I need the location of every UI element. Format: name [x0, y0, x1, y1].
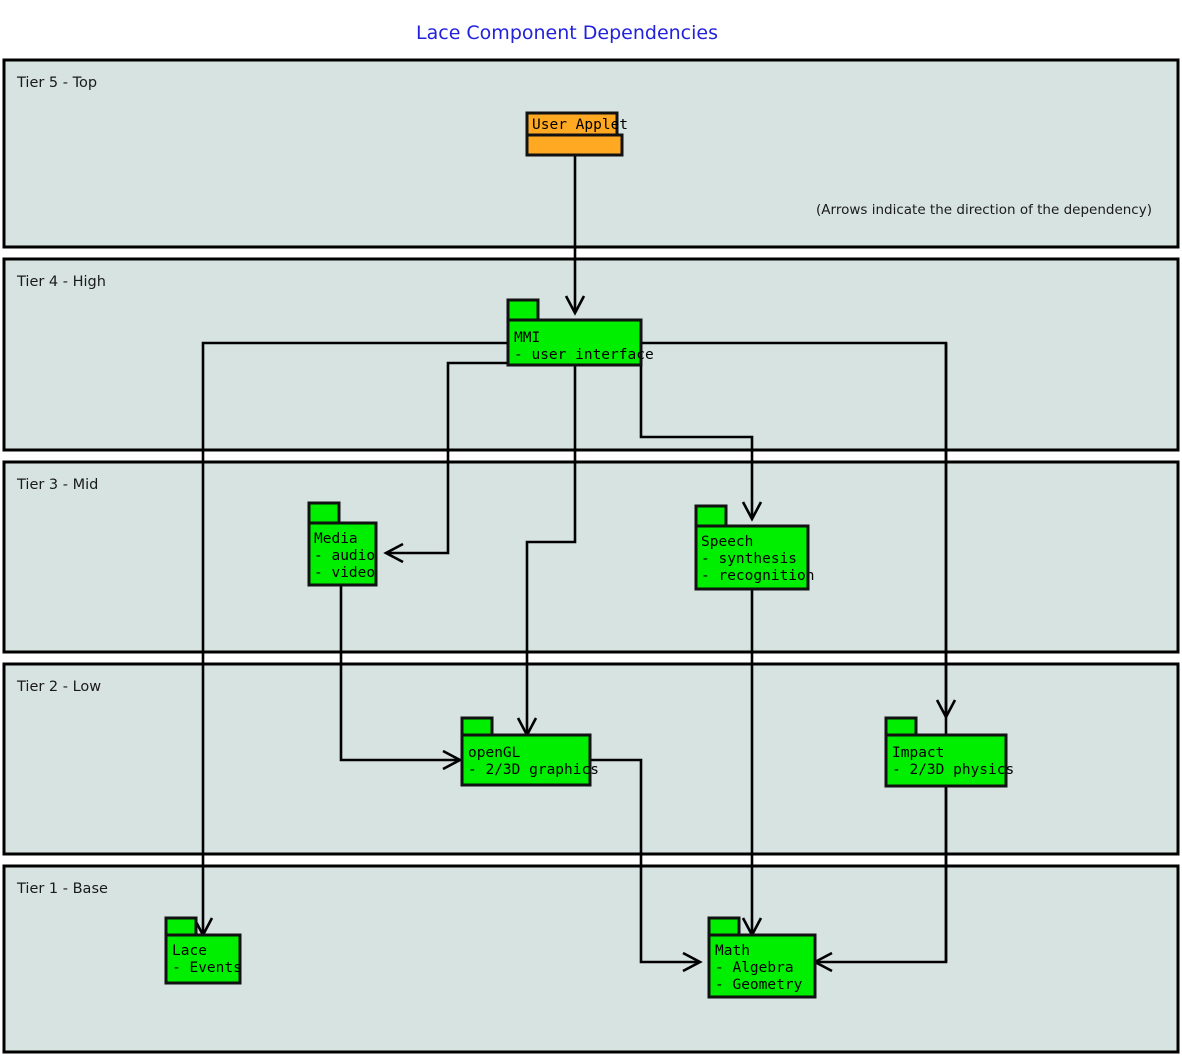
package-body-media	[307, 521, 378, 587]
edge-mmi-to-lace	[201, 341, 508, 935]
package-body-math	[707, 933, 817, 999]
arrowhead-opengl-left	[442, 749, 463, 771]
package-user-applet[interactable]: User Applet	[525, 111, 628, 157]
tier-label-tier4: Tier 4 - High	[16, 274, 106, 290]
edge-media-to-opengl	[339, 585, 460, 762]
package-mmi[interactable]: MMI - user interface	[506, 298, 654, 367]
package-name-user-applet: User Applet	[532, 117, 628, 133]
arrowhead-impact-top	[935, 699, 957, 720]
package-body-user-applet	[525, 133, 624, 157]
edge-mmi-to-media	[386, 361, 508, 555]
package-name-opengl: openGL	[468, 745, 521, 761]
tier-rect-tier3	[2, 460, 1180, 654]
edge-opengl-to-math	[590, 758, 700, 964]
package-name-lace: Lace	[172, 943, 207, 959]
package-body-opengl	[460, 733, 592, 787]
tier-label-tier3: Tier 3 - Mid	[16, 477, 98, 493]
page-title: Lace Component Dependencies	[416, 22, 718, 44]
edge-mmi-to-speech	[639, 365, 754, 519]
package-media[interactable]: Media - audio - video	[307, 501, 378, 587]
package-item-speech-0: - synthesis	[701, 551, 797, 567]
package-body-speech	[694, 524, 810, 591]
package-name-impact: Impact	[892, 745, 944, 761]
package-item-impact-0: - 2/3D physics	[892, 762, 1014, 778]
tier-label-tier5: Tier 5 - Top	[16, 75, 97, 91]
tier-group-tier3: Tier 3 - Mid	[2, 460, 1180, 654]
package-opengl[interactable]: openGL - 2/3D graphics	[460, 716, 599, 787]
package-item-mmi-0: - user interface	[514, 347, 654, 363]
edge-mmi-to-opengl	[525, 365, 577, 735]
package-item-math-1: - Geometry	[715, 977, 803, 993]
package-name-speech: Speech	[701, 534, 753, 550]
package-item-media-1: - video	[314, 565, 375, 581]
arrows-note: (Arrows indicate the direction of the de…	[816, 202, 1152, 218]
tier-label-tier2: Tier 2 - Low	[16, 679, 101, 695]
package-item-lace-0: - Events	[172, 960, 242, 976]
package-body-impact	[884, 733, 1008, 788]
arrowhead-speech-top	[741, 501, 763, 522]
arrowhead-mmi-top	[564, 295, 586, 316]
package-item-speech-1: - recognition	[701, 568, 815, 584]
package-impact[interactable]: Impact - 2/3D physics	[884, 716, 1014, 788]
package-name-media: Media	[314, 531, 358, 547]
dependency-edges	[192, 154, 957, 973]
package-math[interactable]: Math - Algebra - Geometry	[707, 916, 817, 999]
package-item-math-0: - Algebra	[715, 960, 794, 976]
package-item-opengl-0: - 2/3D graphics	[468, 762, 599, 778]
tier-label-tier1: Tier 1 - Base	[16, 881, 108, 897]
package-body-lace	[164, 933, 242, 985]
package-lace[interactable]: Lace - Events	[164, 916, 242, 985]
package-speech[interactable]: Speech - synthesis - recognition	[694, 504, 815, 591]
package-item-media-0: - audio	[314, 548, 375, 564]
package-name-math: Math	[715, 943, 750, 959]
package-body-mmi	[506, 318, 643, 367]
package-name-mmi: MMI	[514, 330, 540, 346]
arrowhead-math-left	[682, 951, 703, 973]
arrowhead-media-right	[383, 542, 404, 564]
